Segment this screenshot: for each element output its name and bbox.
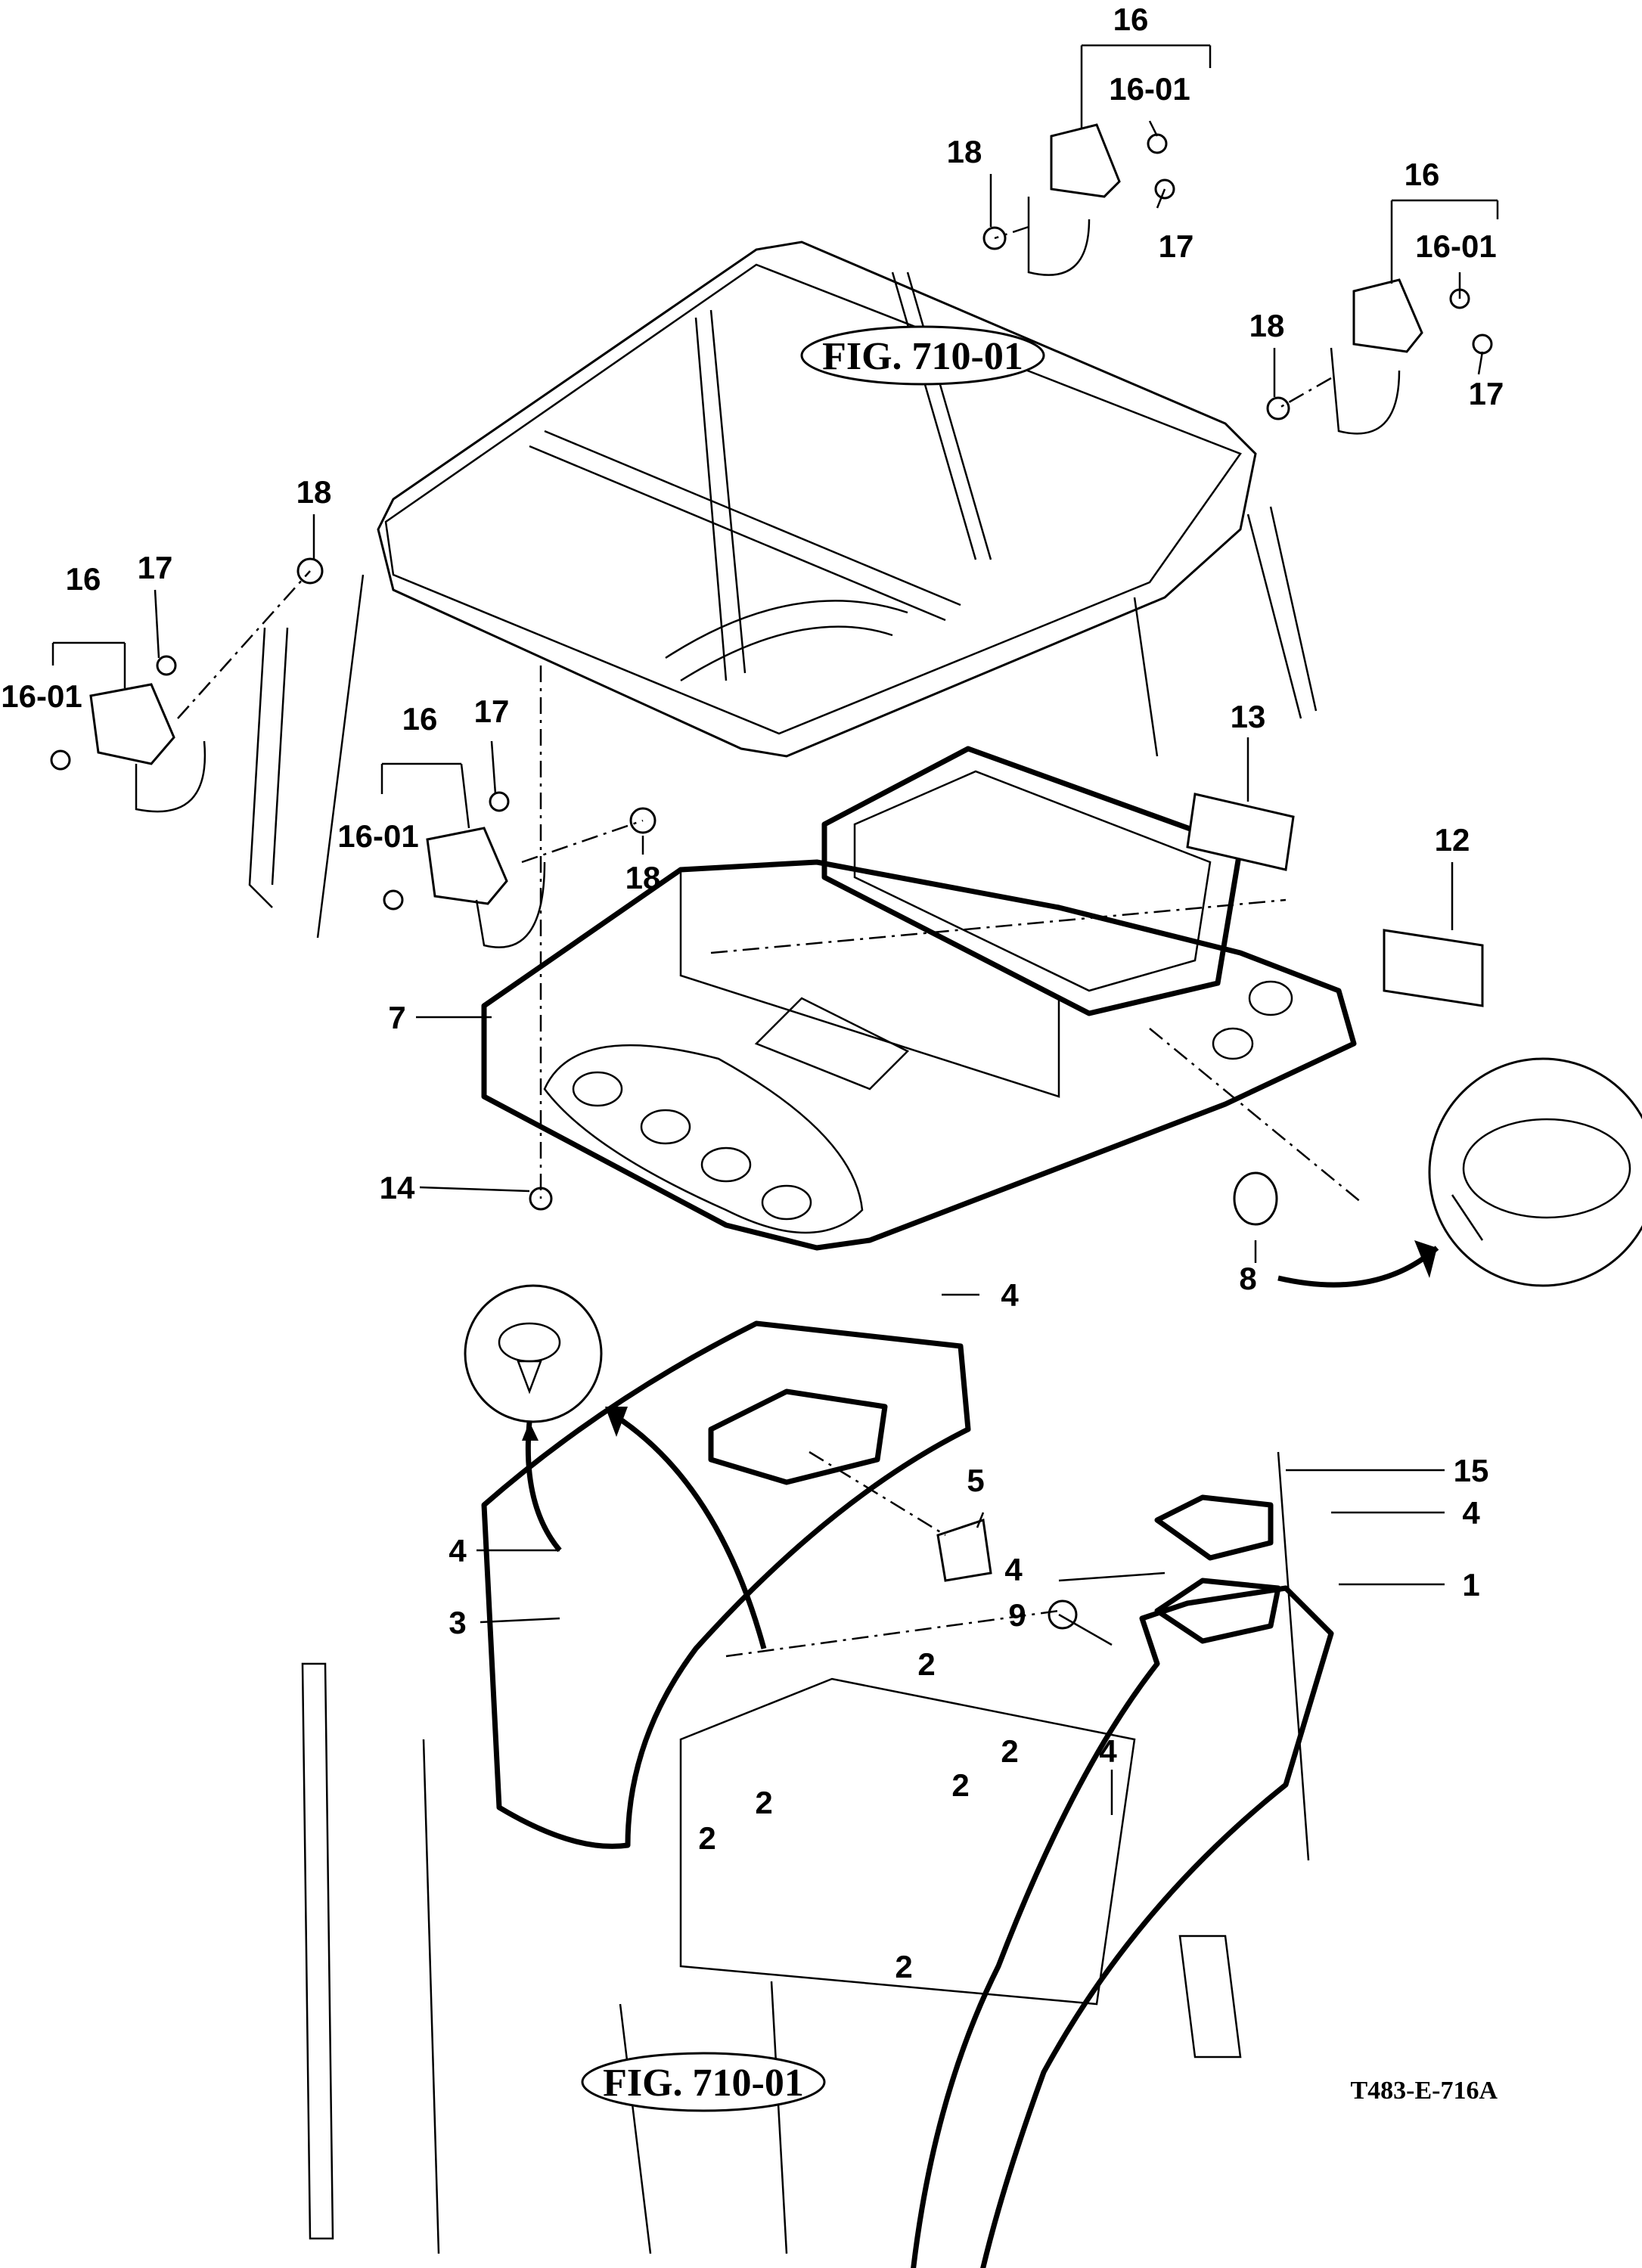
figure-ref-bottom[interactable]: FIG. 710-01 [581, 2052, 826, 2112]
assembly-lines [177, 225, 1362, 1658]
callout-2: 2 [698, 1820, 715, 1856]
callout-2: 2 [951, 1767, 969, 1803]
lamp-16-mid [383, 791, 656, 948]
callout-17: 17 [1159, 228, 1194, 264]
part-12-panel [1383, 929, 1484, 1007]
callout-16-01: 16-01 [1415, 228, 1496, 264]
detail-clip [464, 1284, 603, 1423]
callout-2: 2 [895, 1949, 912, 1984]
lower-cab [301, 1320, 1334, 2268]
callout-4: 4 [1001, 1277, 1019, 1313]
callout-14: 14 [380, 1170, 415, 1205]
callouts: 16 16-01 18 17 16 16-01 18 17 18 16 17 1… [1, 2, 1504, 1984]
part-13-vent [1186, 793, 1295, 871]
callout-16-01: 16-01 [1, 678, 82, 714]
callout-7: 7 [388, 1000, 405, 1035]
callout-16: 16 [1113, 2, 1149, 37]
callout-1: 1 [1462, 1567, 1479, 1602]
callout-16-01: 16-01 [337, 818, 418, 854]
lamp-16-right [1266, 278, 1493, 435]
callout-4: 4 [1099, 1733, 1117, 1769]
cab-frame [248, 240, 1318, 939]
callout-8: 8 [1239, 1261, 1256, 1296]
lamp-16-top [982, 123, 1175, 276]
callout-3: 3 [449, 1605, 466, 1640]
callout-13: 13 [1231, 699, 1266, 734]
callout-16: 16 [66, 561, 101, 597]
callout-15: 15 [1454, 1453, 1489, 1488]
detail-speaker [1428, 1057, 1642, 1287]
callout-17: 17 [138, 550, 173, 585]
lamp-16-left [50, 557, 324, 813]
figure-ref-top[interactable]: FIG. 710-01 [800, 325, 1045, 386]
figure-ref-top-label: FIG. 710-01 [822, 335, 1023, 378]
callout-16: 16 [402, 701, 438, 737]
drawing-code: T483-E-716A [1350, 2077, 1498, 2105]
callout-18: 18 [1249, 308, 1285, 343]
callout-2: 2 [917, 1646, 935, 1682]
callout-17: 17 [1469, 376, 1504, 411]
callout-16-01: 16-01 [1109, 71, 1190, 107]
callout-4: 4 [1462, 1495, 1480, 1531]
roof-liner [481, 746, 1357, 1251]
callout-18: 18 [296, 474, 332, 510]
detail-arrows [522, 1240, 1439, 1649]
callout-4: 4 [449, 1533, 467, 1568]
callout-18: 18 [947, 134, 982, 169]
callout-9: 9 [1008, 1597, 1026, 1633]
callout-17: 17 [474, 693, 510, 729]
callout-5: 5 [967, 1463, 984, 1498]
part-5-lamp [936, 1519, 992, 1582]
part-9-grommet [1048, 1599, 1078, 1630]
callout-12: 12 [1435, 822, 1470, 858]
callout-2: 2 [1001, 1733, 1018, 1769]
callout-2: 2 [755, 1785, 772, 1820]
figure-ref-bottom-label: FIG. 710-01 [603, 2062, 804, 2105]
callout-4: 4 [1004, 1552, 1023, 1587]
leader-lines [51, 44, 1499, 1815]
part-8-speaker [1233, 1171, 1278, 1226]
callout-16: 16 [1405, 157, 1440, 192]
callout-18: 18 [625, 860, 661, 895]
